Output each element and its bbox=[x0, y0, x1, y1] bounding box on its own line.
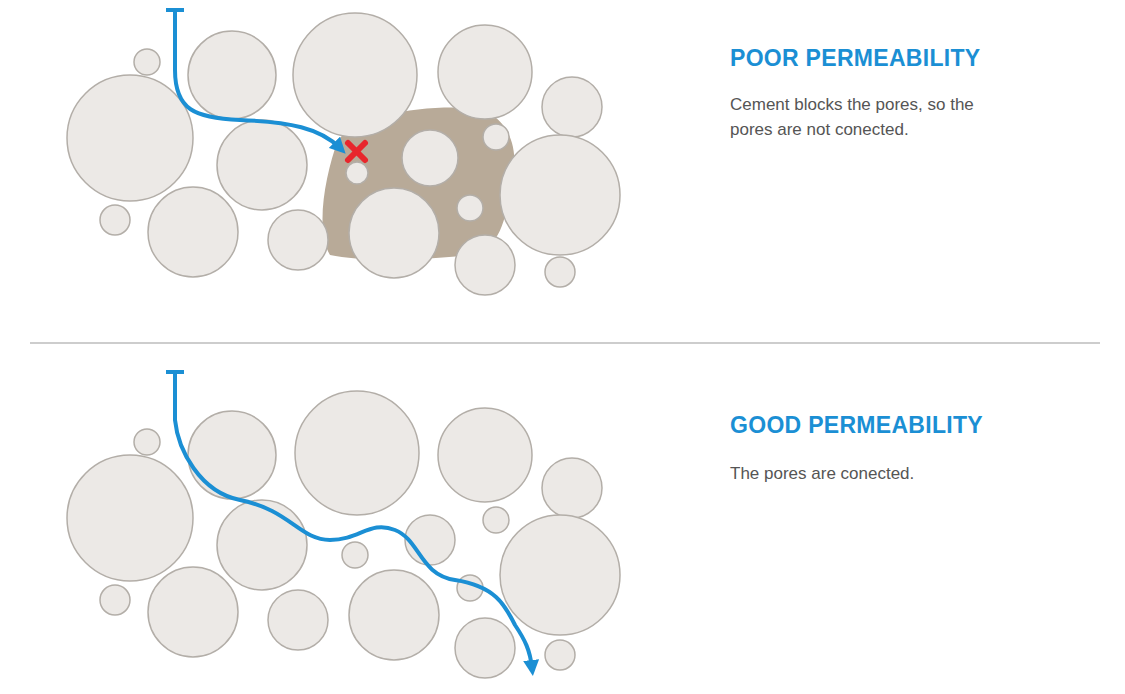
blocked-cross bbox=[348, 143, 365, 160]
panel-description: The pores are conected. bbox=[730, 461, 1030, 486]
divider-line bbox=[30, 342, 1100, 344]
grains-top bbox=[67, 13, 620, 295]
panel-heading: GOOD PERMEABILITY bbox=[730, 412, 1090, 439]
grains-bottom bbox=[67, 391, 620, 678]
flow-arrow-blocked bbox=[166, 10, 340, 148]
panel-description: Cement blocks the pores, so the pores ar… bbox=[730, 92, 975, 142]
flow-arrow-open bbox=[166, 372, 532, 668]
panel-heading: POOR PERMEABILITY bbox=[730, 45, 1090, 72]
